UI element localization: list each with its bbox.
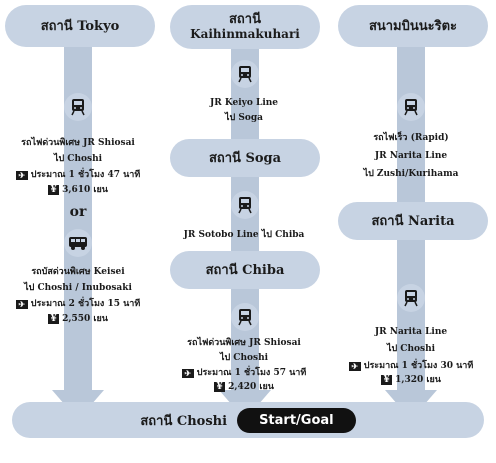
duration-text: ประมาณ 1 ชั่วโมง 57 นาที (196, 368, 307, 378)
start-goal-badge: Start/Goal (237, 407, 356, 433)
yen-icon: ¥ (48, 185, 60, 195)
station-tokyo: สถานี Tokyo (5, 5, 155, 47)
train-icon (64, 93, 92, 121)
station-chiba: สถานี Chiba (170, 251, 320, 289)
train-destination: ไป Choshi (219, 353, 269, 363)
yen-icon: ¥ (214, 382, 226, 392)
route-narita-rapid-info: รถไฟเร็ว (Rapid) JR Narita Line ไป Zushi… (333, 132, 489, 180)
station-choshi-label: สถานี Choshi (140, 413, 228, 429)
fare-row: ¥ 3,610 เยน (0, 184, 156, 196)
route-keiyo-info: JR Keiyo Line ไป Soga (166, 97, 322, 124)
train-icon (397, 284, 425, 312)
line-destination: ไป Choshi (386, 344, 436, 354)
yen-icon: ¥ (381, 375, 393, 385)
train-icon (231, 303, 259, 331)
line-destination: ไป Soga (225, 113, 263, 123)
plane-icon: ✈ (15, 299, 28, 309)
route-chiba-train-info: รถไฟด่วนพิเศษ JR Shiosai ไป Choshi ✈ ประ… (166, 337, 322, 393)
station-narita: สถานี Narita (338, 202, 488, 240)
line-name: JR Narita Line (374, 151, 448, 161)
fare-row: ¥ 2,550 เยน (0, 313, 156, 325)
train-name: รถไฟด่วนพิเศษ JR Shiosai (21, 138, 135, 148)
train-icon (397, 93, 425, 121)
fare-text: 1,320 เยน (395, 375, 441, 385)
train-destination: ไป Choshi (53, 154, 103, 164)
line-destination: ไป Zushi/Kurihama (363, 169, 459, 179)
station-narita-airport: สนามบินนะริตะ (338, 5, 488, 47)
station-choshi-bar: สถานี Choshi Start/Goal (12, 402, 484, 438)
route-tokyo-train-info: รถไฟด่วนพิเศษ JR Shiosai ไป Choshi ✈ ประ… (0, 137, 156, 196)
fare-text: 3,610 เยน (62, 185, 108, 195)
bus-name: รถบัสด่วนพิเศษ Keisei (31, 267, 125, 277)
fare-text: 2,550 เยน (62, 314, 108, 324)
line-name: JR Narita Line (374, 327, 448, 337)
route-sotobo-info: JR Sotobo Line ไป Chiba (166, 229, 322, 241)
duration-text: ประมาณ 1 ชั่วโมง 30 นาที (363, 361, 474, 371)
station-kaihinmakuhari: สถานี Kaihinmakuhari (170, 5, 320, 49)
train-type: รถไฟเร็ว (Rapid) (373, 133, 449, 143)
plane-icon: ✈ (181, 368, 194, 378)
duration-text: ประมาณ 2 ชั่วโมง 15 นาที (30, 299, 141, 309)
train-icon (231, 191, 259, 219)
duration-row: ✈ ประมาณ 1 ชั่วโมง 57 นาที (166, 367, 322, 379)
fare-row: ¥ 2,420 เยน (166, 381, 322, 393)
plane-icon: ✈ (15, 170, 28, 180)
route-tokyo-bus-info: รถบัสด่วนพิเศษ Keisei ไป Choshi / Inubos… (0, 266, 156, 325)
bus-icon (64, 229, 92, 257)
duration-text: ประมาณ 1 ชั่วโมง 47 นาที (30, 170, 141, 180)
bus-destination: ไป Choshi / Inubosaki (24, 283, 132, 293)
fare-row: ¥ 1,320 เยน (333, 374, 489, 386)
line-name: JR Sotobo Line ไป Chiba (183, 230, 305, 240)
station-soga: สถานี Soga (170, 139, 320, 177)
yen-icon: ¥ (48, 314, 60, 324)
duration-row: ✈ ประมาณ 1 ชั่วโมง 30 นาที (333, 360, 489, 372)
duration-row: ✈ ประมาณ 2 ชั่วโมง 15 นาที (0, 298, 156, 310)
line-name: JR Keiyo Line (209, 98, 279, 108)
plane-icon: ✈ (348, 361, 361, 371)
train-name: รถไฟด่วนพิเศษ JR Shiosai (187, 338, 301, 348)
route-narita-line-info: JR Narita Line ไป Choshi ✈ ประมาณ 1 ชั่ว… (333, 326, 489, 386)
duration-row: ✈ ประมาณ 1 ชั่วโมง 47 นาที (0, 169, 156, 181)
train-icon (231, 60, 259, 88)
or-separator: or (69, 204, 87, 220)
fare-text: 2,420 เยน (228, 382, 274, 392)
